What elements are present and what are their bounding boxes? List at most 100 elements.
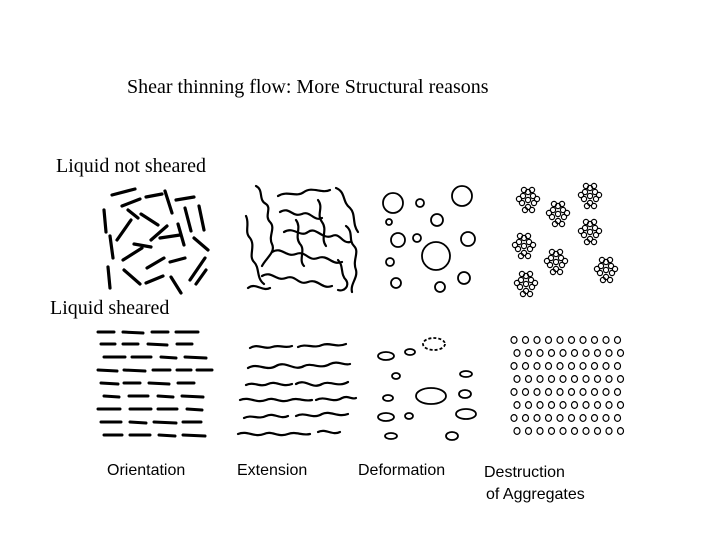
- aligned-rod: [130, 422, 146, 423]
- dispersed-particle: [615, 363, 621, 370]
- particle-aggregate: [578, 219, 601, 244]
- dispersed-particle: [572, 350, 578, 357]
- dispersed-particle: [514, 376, 520, 383]
- dispersed-particle: [615, 389, 621, 396]
- particle-aggregate: [516, 187, 539, 212]
- aligned-rod: [98, 370, 117, 371]
- dispersed-particle: [557, 337, 563, 344]
- aligned-rod: [185, 357, 206, 358]
- dispersed-particle: [572, 428, 578, 435]
- dispersed-particle: [560, 428, 566, 435]
- caption-extension: Extension: [237, 462, 307, 480]
- dispersed-particle: [595, 402, 601, 409]
- dispersed-particle: [560, 350, 566, 357]
- aligned-rod: [159, 435, 175, 436]
- dispersed-particle: [592, 363, 598, 370]
- dispersed-particle: [534, 337, 540, 344]
- aligned-rod: [182, 396, 203, 397]
- dispersed-particle: [523, 415, 529, 422]
- dispersed-particle: [514, 350, 520, 357]
- dispersed-particle: [523, 363, 529, 370]
- dispersed-particle: [592, 337, 598, 344]
- dispersed-particle: [534, 389, 540, 396]
- dispersed-particle: [606, 428, 612, 435]
- aligned-rod: [123, 332, 143, 333]
- dispersed-particle: [569, 363, 575, 370]
- dispersed-particle: [583, 350, 589, 357]
- dispersed-particle: [523, 389, 529, 396]
- dispersed-particle: [606, 350, 612, 357]
- destruction-unsheared: [512, 183, 617, 296]
- dispersed-particle: [523, 337, 529, 344]
- dispersed-particle: [603, 337, 609, 344]
- dispersed-particle: [526, 350, 532, 357]
- dispersed-particle: [569, 415, 575, 422]
- dispersed-particle: [583, 402, 589, 409]
- aligned-rod: [154, 422, 176, 423]
- dispersed-particle: [603, 415, 609, 422]
- dispersed-particle: [592, 415, 598, 422]
- dispersed-particle: [580, 363, 586, 370]
- dispersed-particle: [511, 415, 517, 422]
- dispersed-particle: [546, 337, 552, 344]
- particle-aggregate: [594, 257, 617, 282]
- dispersed-particle: [618, 402, 624, 409]
- aligned-rod: [187, 409, 202, 410]
- orientation-sheared: [98, 332, 212, 436]
- aligned-rod: [183, 435, 205, 436]
- dispersed-particle: [606, 376, 612, 383]
- particle-aggregate: [514, 271, 537, 296]
- dispersed-particle: [603, 363, 609, 370]
- dispersed-particle: [560, 376, 566, 383]
- dispersed-particle: [572, 402, 578, 409]
- particle-aggregate: [546, 201, 569, 226]
- dispersed-particle: [580, 389, 586, 396]
- destruction-sheared: [511, 337, 624, 435]
- dispersed-particle: [546, 415, 552, 422]
- dispersed-particle: [526, 428, 532, 435]
- dispersed-particle: [557, 363, 563, 370]
- caption-orientation: Orientation: [107, 462, 185, 480]
- extension-sheared: [238, 344, 356, 435]
- dispersed-particle: [514, 428, 520, 435]
- dispersed-particle: [511, 363, 517, 370]
- dispersed-particle: [583, 428, 589, 435]
- dispersed-particle: [511, 337, 517, 344]
- dispersed-particle: [618, 428, 624, 435]
- dispersed-particle: [603, 389, 609, 396]
- particle-aggregate: [578, 183, 601, 208]
- dispersed-particle: [549, 376, 555, 383]
- dispersed-particle: [537, 350, 543, 357]
- dispersed-particle: [557, 415, 563, 422]
- dispersed-particle: [526, 402, 532, 409]
- dispersed-particle: [537, 376, 543, 383]
- dispersed-particle: [615, 415, 621, 422]
- dispersed-particle: [595, 428, 601, 435]
- caption-destruction-line1: Destruction: [484, 462, 585, 484]
- dispersed-particle: [511, 389, 517, 396]
- aligned-rod: [148, 344, 167, 345]
- dispersed-particle: [537, 402, 543, 409]
- extension-unsheared: [246, 186, 358, 292]
- aligned-rod: [149, 383, 169, 384]
- particle-aggregate: [544, 249, 567, 274]
- aligned-rod: [104, 396, 119, 397]
- dispersed-particle: [580, 337, 586, 344]
- caption-destruction: Destruction of Aggregates: [484, 462, 585, 506]
- dispersed-particle: [546, 389, 552, 396]
- caption-destruction-line2: of Aggregates: [484, 484, 585, 506]
- aligned-rod: [158, 396, 173, 397]
- dispersed-particle: [526, 376, 532, 383]
- dispersed-particle: [546, 363, 552, 370]
- dispersed-particle: [618, 350, 624, 357]
- dispersed-particle: [537, 428, 543, 435]
- dispersed-particle: [572, 376, 578, 383]
- dispersed-particle: [606, 402, 612, 409]
- deformation-sheared: [378, 338, 476, 440]
- dispersed-particle: [534, 363, 540, 370]
- dispersed-particle: [569, 337, 575, 344]
- dispersed-particle: [557, 389, 563, 396]
- dispersed-particle: [549, 428, 555, 435]
- deformation-unsheared: [383, 186, 475, 292]
